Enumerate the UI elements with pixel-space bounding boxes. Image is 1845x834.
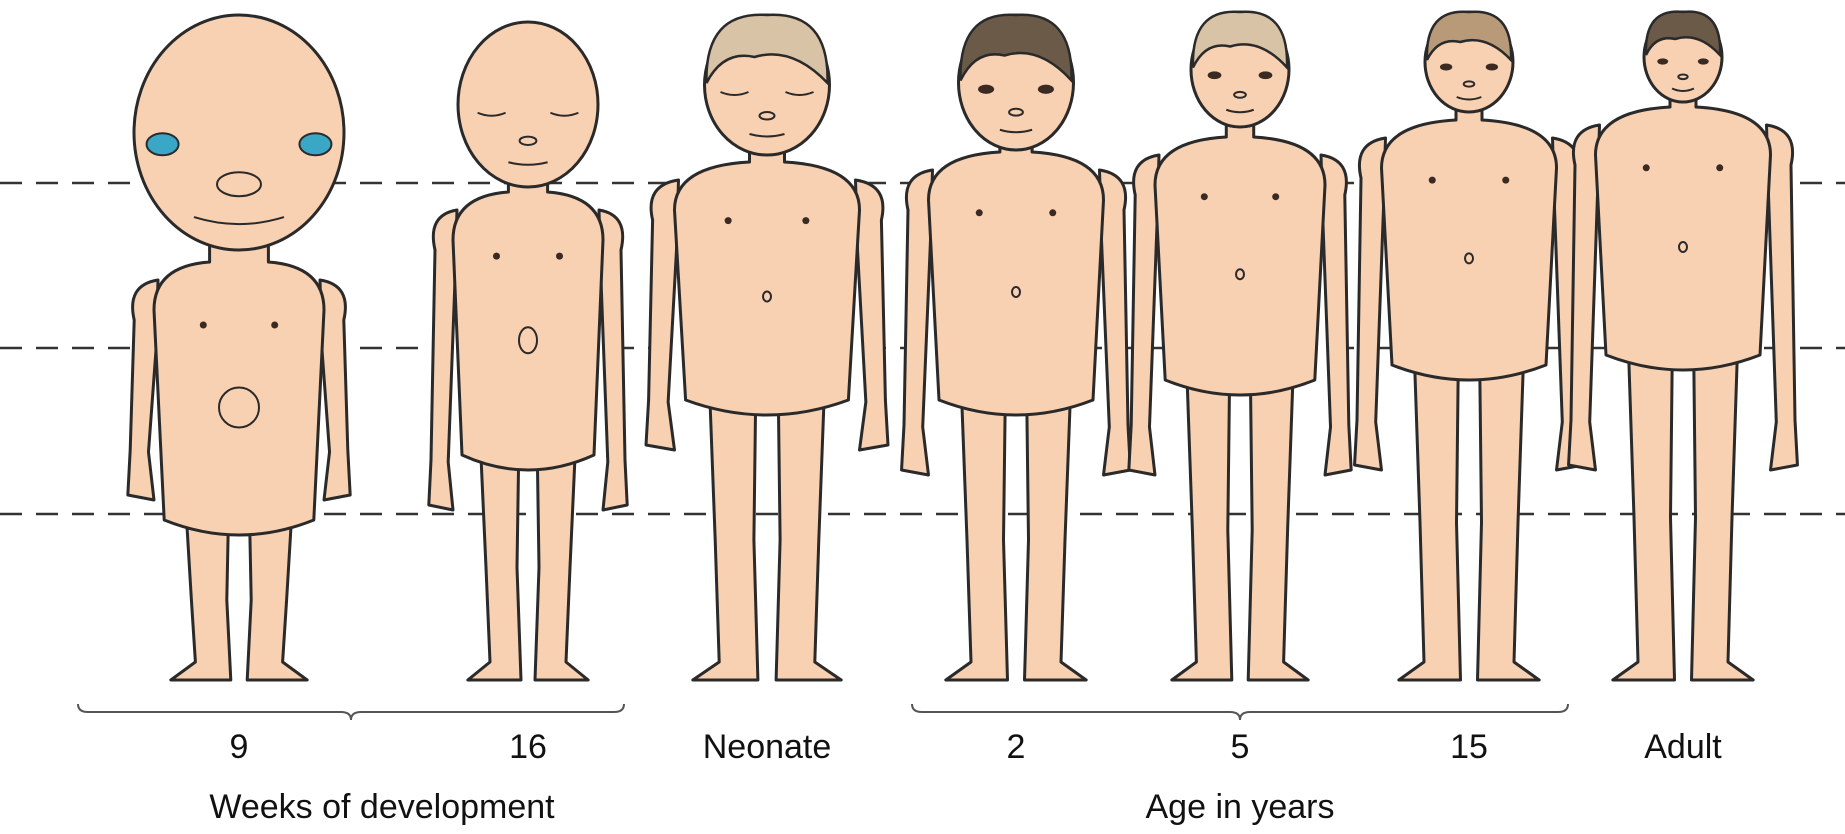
torso <box>1155 117 1325 395</box>
nipple <box>725 217 732 224</box>
eye <box>1440 63 1452 70</box>
group-label-weeks: Weeks of development <box>209 788 554 827</box>
eye <box>1657 58 1668 64</box>
eye <box>299 133 331 155</box>
eye <box>1208 71 1222 79</box>
nipple <box>556 253 563 260</box>
torso <box>1596 92 1771 370</box>
nipple <box>976 209 983 216</box>
figure-label-5: 5 <box>1231 728 1250 767</box>
nipple <box>802 217 809 224</box>
left-leg <box>1399 345 1461 680</box>
eye <box>1698 58 1709 64</box>
figure-label-15: 15 <box>1450 728 1488 767</box>
left-leg <box>468 435 521 680</box>
eye <box>147 133 179 155</box>
nipple <box>1643 164 1650 171</box>
nipple <box>1502 177 1509 184</box>
eye <box>978 85 994 94</box>
figure-2-years <box>902 15 1131 680</box>
figure-15-years <box>1355 12 1584 680</box>
figure-9-weeks <box>128 15 350 680</box>
group-label-years: Age in years <box>1146 788 1335 827</box>
head <box>458 22 598 187</box>
figure-16-weeks <box>429 22 627 680</box>
left-arm <box>1355 138 1386 470</box>
nipple <box>493 253 500 260</box>
figures <box>128 12 1798 680</box>
nipple <box>200 322 207 329</box>
brace-years <box>912 704 1568 720</box>
nipple <box>1716 164 1723 171</box>
figure-label-2: 2 <box>1007 728 1026 767</box>
nipple <box>1201 193 1208 200</box>
left-leg <box>946 380 1008 680</box>
torso <box>1382 102 1557 380</box>
eye <box>1259 71 1273 79</box>
nipple <box>1049 209 1056 216</box>
nipple <box>1272 193 1279 200</box>
group-braces <box>78 704 1568 720</box>
right-leg <box>1248 360 1308 680</box>
figure-adult <box>1569 12 1798 680</box>
right-leg <box>1478 345 1540 680</box>
torso <box>453 177 603 470</box>
figure-label-16: 16 <box>509 728 547 767</box>
right-leg <box>776 380 841 680</box>
nipple <box>271 322 278 329</box>
torso <box>675 145 860 415</box>
left-leg <box>1172 360 1232 680</box>
figure-neonate <box>646 15 888 680</box>
figure-label-adult: Adult <box>1644 728 1722 767</box>
right-leg <box>535 435 588 680</box>
right-leg <box>1692 335 1754 680</box>
left-leg <box>1613 335 1675 680</box>
figure-label-9: 9 <box>230 728 249 767</box>
nipple <box>1429 177 1436 184</box>
torso <box>929 140 1104 415</box>
figure-5-years <box>1129 12 1351 680</box>
eye <box>1038 85 1054 94</box>
eye <box>1486 63 1498 70</box>
figure-label-neonate: Neonate <box>703 728 832 767</box>
left-leg <box>693 380 758 680</box>
right-leg <box>1025 380 1087 680</box>
brace-weeks <box>78 704 624 720</box>
right-arm <box>1767 125 1798 470</box>
